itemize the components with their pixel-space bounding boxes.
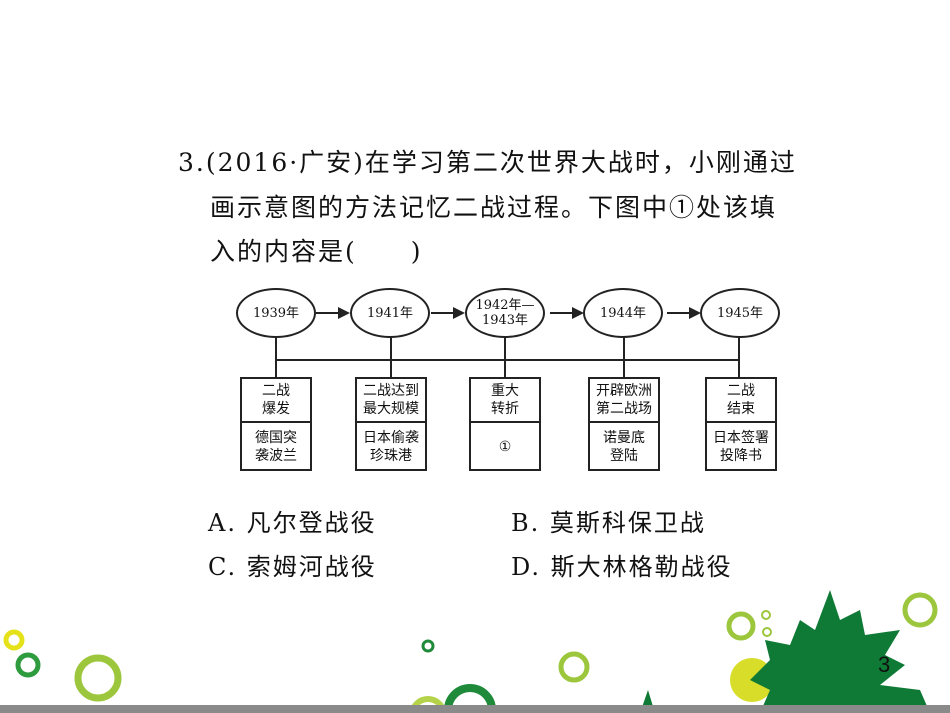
leaf-icon bbox=[750, 590, 930, 713]
event-stage: 二战 爆发 bbox=[242, 379, 310, 423]
ring-icon bbox=[902, 592, 938, 628]
year-label: 1944年 bbox=[599, 305, 647, 321]
event-stage: 二战 结束 bbox=[707, 379, 775, 423]
event-stage: 开辟欧洲 第二战场 bbox=[590, 379, 658, 423]
option-c: C. 索姆河战役 bbox=[208, 553, 377, 581]
year-node: 1945年 bbox=[700, 288, 780, 338]
arrow-icon bbox=[431, 307, 465, 319]
year-node: 1944年 bbox=[583, 288, 663, 338]
ring-icon bbox=[409, 696, 447, 713]
event-box: 重大 转折 ① bbox=[469, 377, 541, 471]
connector bbox=[738, 336, 740, 378]
ring-icon bbox=[74, 654, 122, 702]
connector-line bbox=[276, 359, 740, 361]
event-detail: 日本签署 投降书 bbox=[713, 430, 769, 464]
year-node: 1942年— 1943年 bbox=[465, 288, 545, 338]
year-node: 1939年 bbox=[236, 288, 316, 338]
ring-icon bbox=[421, 639, 435, 653]
year-label: 1941年 bbox=[366, 305, 414, 321]
event-box: 开辟欧洲 第二战场诺曼底 登陆 bbox=[588, 377, 660, 471]
event-box: 二战达到 最大规模日本偷袭 珍珠港 bbox=[355, 377, 427, 471]
ring-icon bbox=[558, 651, 590, 683]
year-label: 1945年 bbox=[716, 305, 764, 321]
decoration-rings-leaf bbox=[3, 590, 938, 713]
page-number: 3 bbox=[878, 652, 891, 677]
arrow-icon bbox=[316, 307, 350, 319]
bottom-bar bbox=[0, 705, 950, 713]
ring-icon bbox=[726, 611, 756, 641]
year-label: 1939年 bbox=[252, 305, 300, 321]
question-line-3: 入的内容是( ) bbox=[210, 237, 423, 266]
ring-icon bbox=[15, 652, 41, 678]
connector bbox=[504, 336, 506, 378]
arrow-icon bbox=[550, 307, 584, 319]
event-detail-blank: ① bbox=[498, 439, 512, 455]
event-detail: 诺曼底 登陆 bbox=[603, 430, 645, 464]
ring-icon bbox=[3, 629, 25, 651]
year-node: 1941年 bbox=[350, 288, 430, 338]
option-a: A. 凡尔登战役 bbox=[208, 509, 377, 537]
event-box: 二战 爆发德国突 袭波兰 bbox=[240, 377, 312, 471]
connector bbox=[275, 336, 277, 378]
question-line-1: 3.(2016·广安)在学习第二次世界大战时，小刚通过 bbox=[178, 148, 797, 177]
arrow-icon bbox=[667, 307, 701, 319]
ring-icon bbox=[761, 610, 771, 620]
event-box: 二战 结束日本签署 投降书 bbox=[705, 377, 777, 471]
option-b: B. 莫斯科保卫战 bbox=[511, 509, 706, 537]
connector bbox=[390, 336, 392, 378]
event-stage: 二战达到 最大规模 bbox=[357, 379, 425, 423]
event-stage: 重大 转折 bbox=[471, 379, 539, 423]
option-d: D. 斯大林格勒战役 bbox=[511, 553, 733, 581]
year-label: 1942年— 1943年 bbox=[475, 298, 535, 328]
event-detail: 日本偷袭 珍珠港 bbox=[363, 430, 419, 464]
question-line-2: 画示意图的方法记忆二战过程。下图中①处该填 bbox=[210, 193, 778, 222]
connector bbox=[623, 336, 625, 378]
ring-icon bbox=[762, 627, 772, 637]
event-detail: 德国突 袭波兰 bbox=[255, 430, 297, 464]
